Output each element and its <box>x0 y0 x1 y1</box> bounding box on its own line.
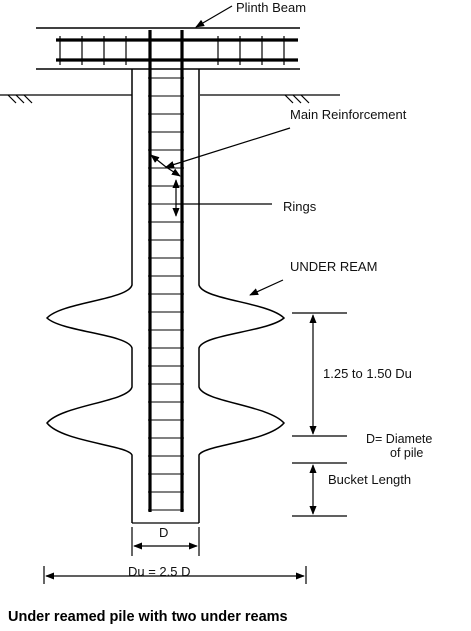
diameter-note-line2: of pile <box>390 446 423 460</box>
main-reinforcement-bars <box>148 30 184 512</box>
plinth-beam-label: Plinth Beam <box>236 0 306 15</box>
figure-caption: Under reamed pile with two under reams <box>8 609 288 625</box>
diameter-note-line1: D= Diamete <box>366 432 432 446</box>
bucket-length-dimension <box>292 462 347 517</box>
spacing-dimension <box>292 312 347 437</box>
rings-leader <box>172 179 272 217</box>
main-reinforcement-leader <box>150 127 291 177</box>
rings-label: Rings <box>283 199 317 214</box>
rings <box>148 77 184 511</box>
bucket-length-label: Bucket Length <box>328 472 411 487</box>
under-ream-leader <box>249 279 284 296</box>
ground-level-right <box>200 94 340 104</box>
shaft-diameter-dimension <box>131 527 200 556</box>
ground-level-left <box>0 94 132 104</box>
plinth-beam-leader <box>195 5 233 28</box>
pile-outline-right <box>198 69 286 523</box>
plinth-beam <box>36 27 300 70</box>
main-reinforcement-label: Main Reinforcement <box>290 107 407 122</box>
shaft-diameter-label: D <box>159 525 168 540</box>
spacing-label: 1.25 to 1.50 Du <box>323 366 412 381</box>
under-ream-label: UNDER REAM <box>290 259 377 274</box>
pile-outline-left <box>45 69 133 523</box>
bulb-diameter-label: Du = 2.5 D <box>128 564 191 579</box>
bulb-diameter-dimension <box>43 566 307 584</box>
